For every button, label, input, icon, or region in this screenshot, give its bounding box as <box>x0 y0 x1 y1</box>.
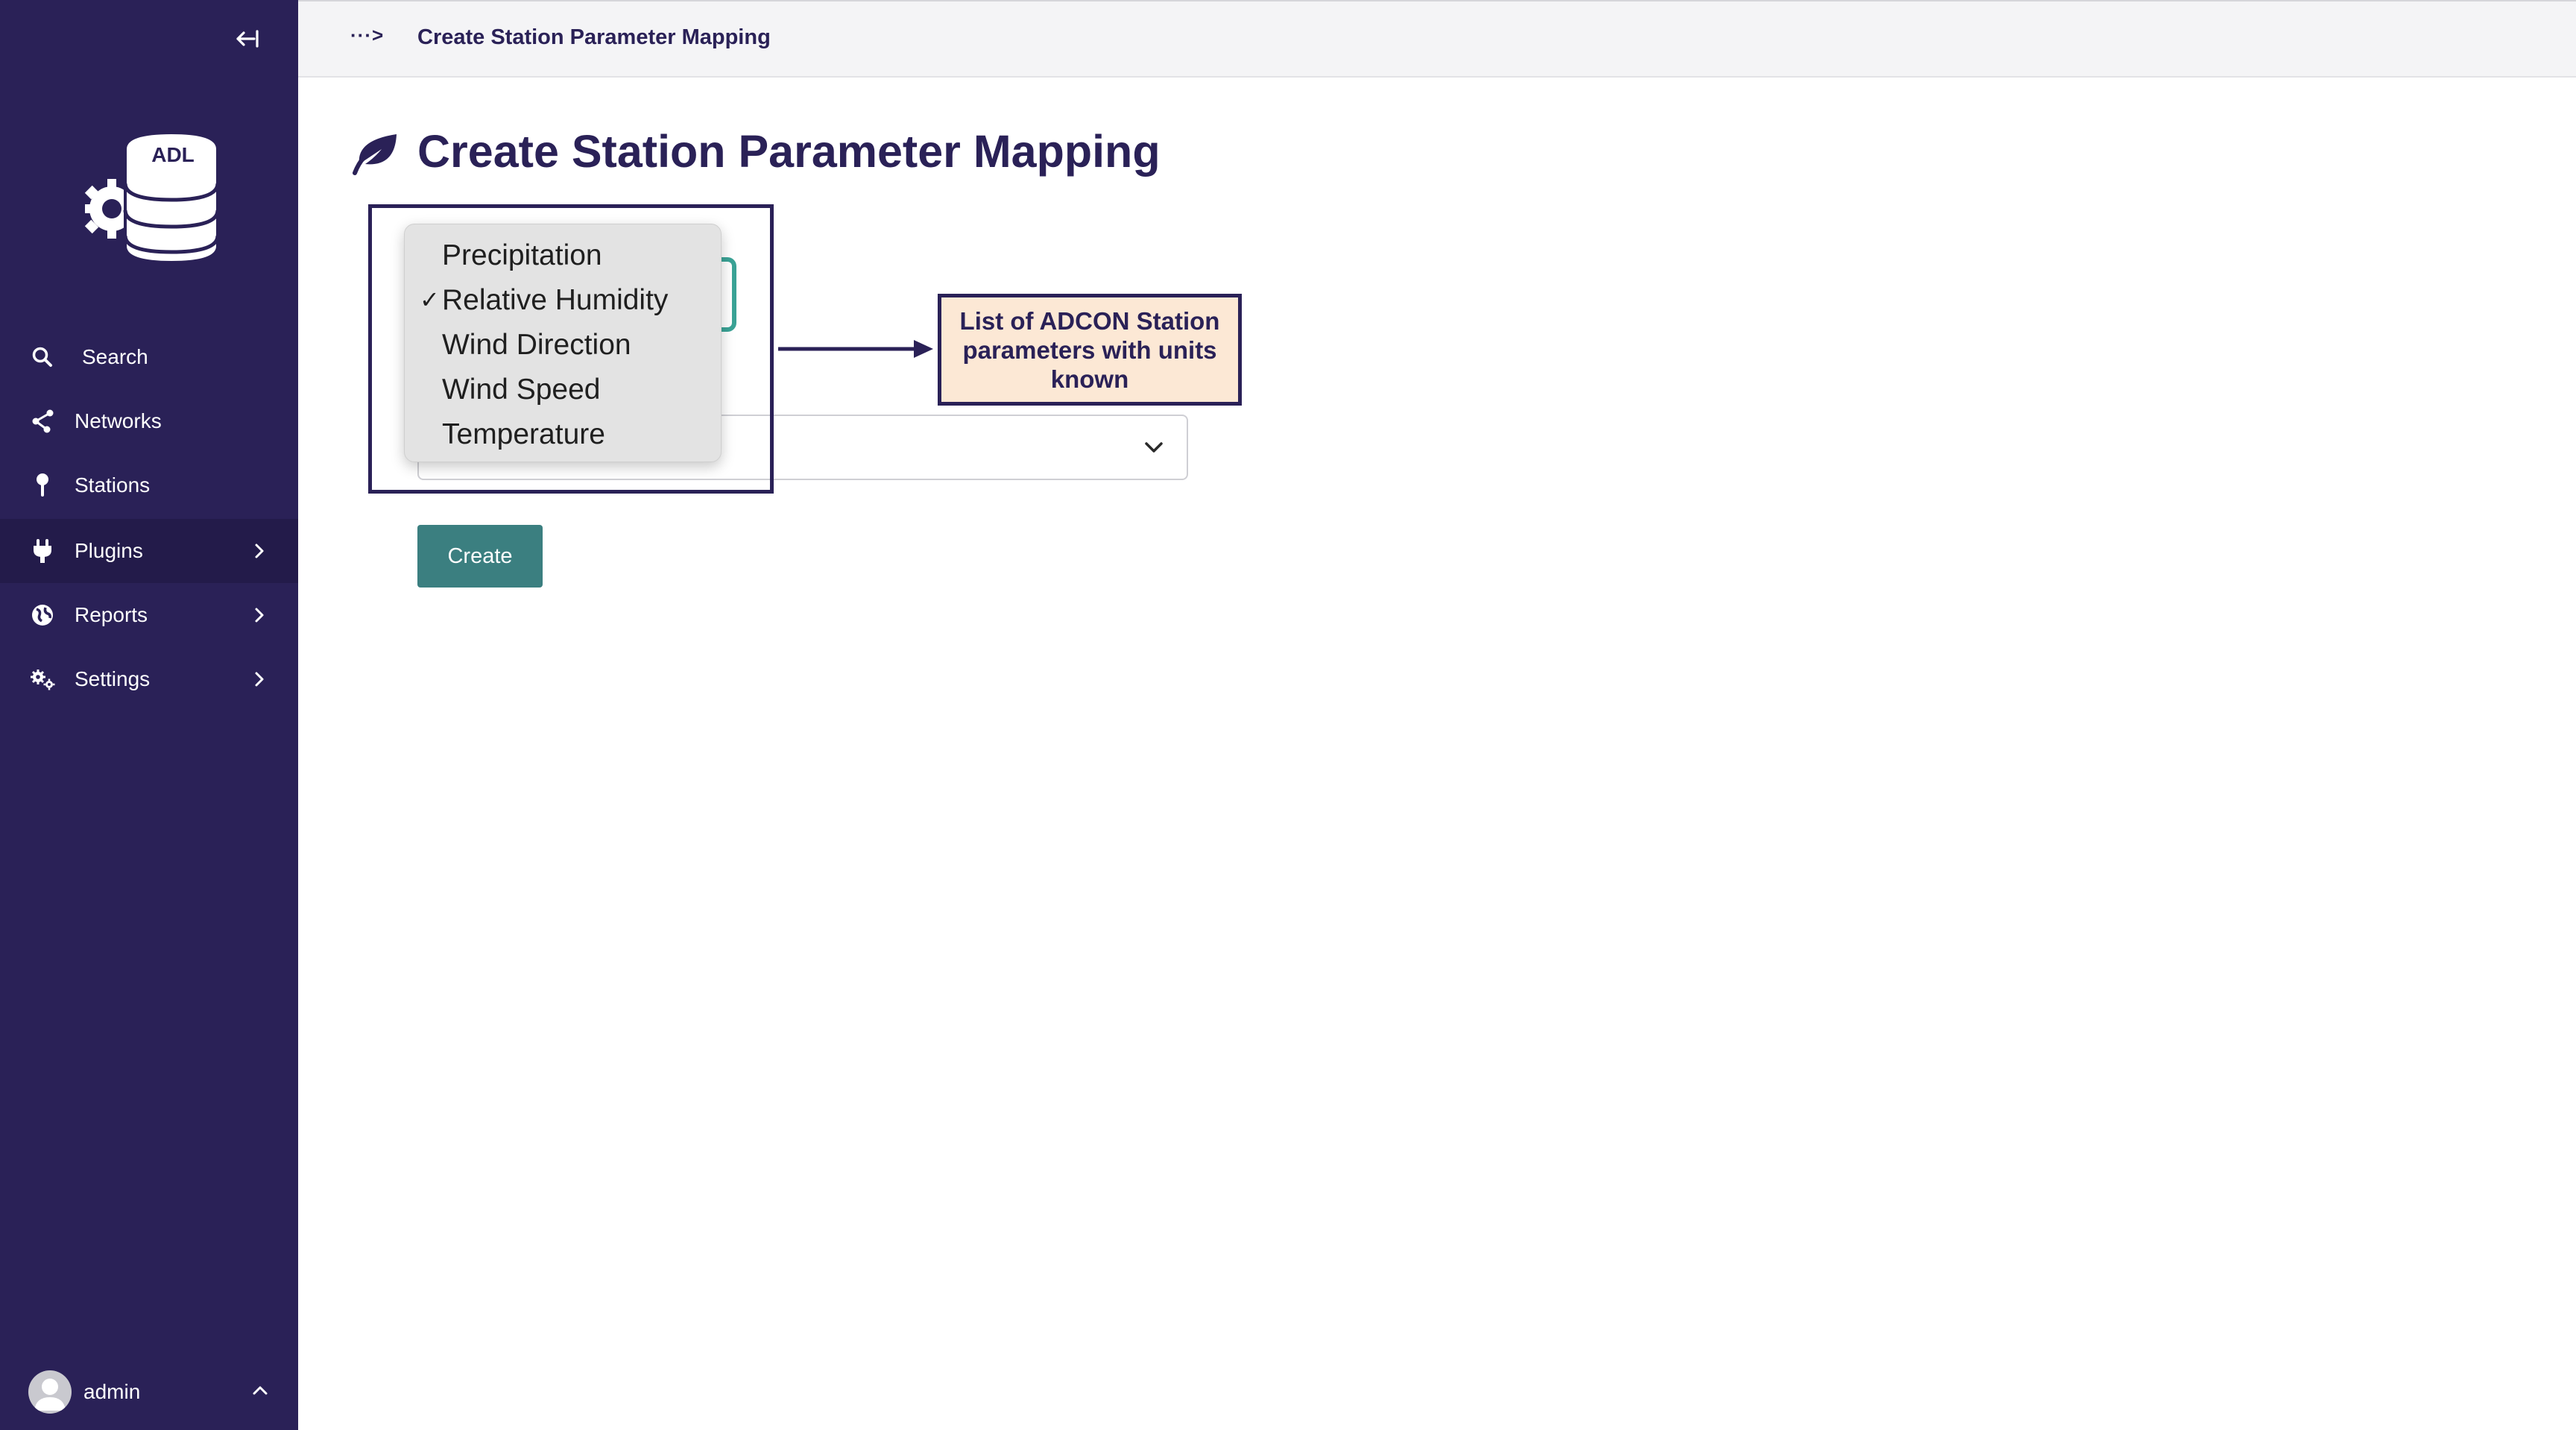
leaf-icon <box>352 131 400 176</box>
send-icon <box>30 409 55 434</box>
sidebar-item-settings[interactable]: Settings <box>0 647 298 711</box>
dropdown-option-selected[interactable]: ✓ Relative Humidity <box>405 278 722 323</box>
chevron-down-icon <box>1143 440 1164 455</box>
plug-icon <box>30 538 55 564</box>
logo-text: ADL <box>151 143 195 166</box>
create-button[interactable]: Create <box>417 525 543 588</box>
dropdown-option-label: Temperature <box>442 418 605 450</box>
sidebar-item-label: Networks <box>75 409 162 432</box>
collapse-left-icon <box>236 30 259 48</box>
annotation-callout-text: List of ADCON Station parameters with un… <box>959 306 1220 393</box>
dropdown-option[interactable]: Wind Direction <box>405 323 722 368</box>
sidebar-item-networks[interactable]: Networks <box>0 389 298 453</box>
chevron-right-icon <box>250 542 268 560</box>
annotation-highlight-box <box>368 204 774 494</box>
dropdown-option[interactable]: Precipitation <box>405 233 722 278</box>
breadcrumb-current: Create Station Parameter Mapping <box>417 25 771 49</box>
sidebar: ADL Search Networks Stations Plugins Rep <box>0 0 298 1430</box>
chevron-right-icon <box>250 670 268 688</box>
search-icon <box>30 344 55 370</box>
avatar <box>28 1370 72 1414</box>
chevron-up-icon <box>252 1385 268 1399</box>
sidebar-item-stations[interactable]: Stations <box>0 453 298 517</box>
user-name: admin <box>83 1380 141 1403</box>
page-title: Create Station Parameter Mapping <box>417 126 1161 177</box>
breadcrumb-separator[interactable]: ···> <box>350 24 385 46</box>
sidebar-item-label: Stations <box>75 473 151 497</box>
sidebar-item-reports[interactable]: Reports <box>0 583 298 647</box>
dropdown-option[interactable]: Wind Speed <box>405 368 722 412</box>
dropdown-option-label: Wind Direction <box>442 329 631 361</box>
sidebar-item-search[interactable]: Search <box>0 325 298 389</box>
dropdown-option-label: Relative Humidity <box>442 284 669 316</box>
sidebar-item-plugins[interactable]: Plugins <box>0 519 298 583</box>
globe-icon <box>30 602 55 628</box>
checkmark-icon: ✓ <box>420 286 440 313</box>
gears-icon <box>30 667 55 692</box>
chevron-right-icon <box>250 606 268 624</box>
map-pin-icon <box>30 473 55 498</box>
user-menu[interactable]: admin <box>0 1366 298 1418</box>
dropdown-option-label: Precipitation <box>442 239 602 271</box>
dropdown-option-label: Wind Speed <box>442 374 601 406</box>
sidebar-item-label: Settings <box>75 667 151 690</box>
topbar: ···> Create Station Parameter Mapping <box>298 0 2576 78</box>
annotation-arrow <box>778 340 933 358</box>
collapse-sidebar-button[interactable] <box>231 22 264 55</box>
annotation-callout: List of ADCON Station parameters with un… <box>938 294 1242 406</box>
dropdown-option[interactable]: Temperature <box>405 412 722 457</box>
sidebar-item-label: Plugins <box>75 539 143 562</box>
sidebar-item-label: Reports <box>75 603 148 626</box>
sidebar-item-label: Search <box>82 345 148 368</box>
parameter-dropdown-menu: Precipitation ✓ Relative Humidity Wind D… <box>404 224 722 462</box>
adl-logo: ADL <box>80 127 230 268</box>
